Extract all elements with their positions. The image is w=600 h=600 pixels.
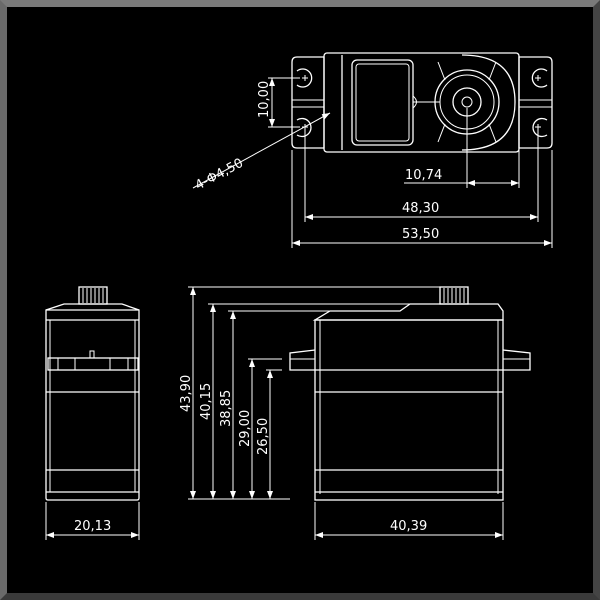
dim-height-overall: 43,90 <box>179 375 194 412</box>
side-view: 20,13 <box>45 286 140 540</box>
dim-height-case: 38,85 <box>219 390 234 427</box>
top-view: 10,00 4-Φ4,50 10,74 48,30 53,50 <box>192 52 553 248</box>
dim-hole-spacing-horizontal: 48,30 <box>402 201 439 216</box>
dim-shaft-offset: 10,74 <box>405 168 442 183</box>
front-view: 43,90 40,15 38,85 29,00 26,50 40,39 <box>179 286 531 540</box>
dim-side-width: 20,13 <box>74 519 111 534</box>
dim-body-length: 40,39 <box>390 519 427 534</box>
dim-hole-diameter: 4-Φ4,50 <box>193 156 246 194</box>
dim-hole-spacing-vertical: 10,00 <box>257 81 272 118</box>
dim-overall-length: 53,50 <box>402 227 439 242</box>
dim-height-cap: 40,15 <box>199 383 214 420</box>
mounting-holes <box>296 68 548 138</box>
dim-height-flange-bottom: 26,50 <box>256 418 271 455</box>
dim-height-flange-top: 29,00 <box>238 410 253 447</box>
